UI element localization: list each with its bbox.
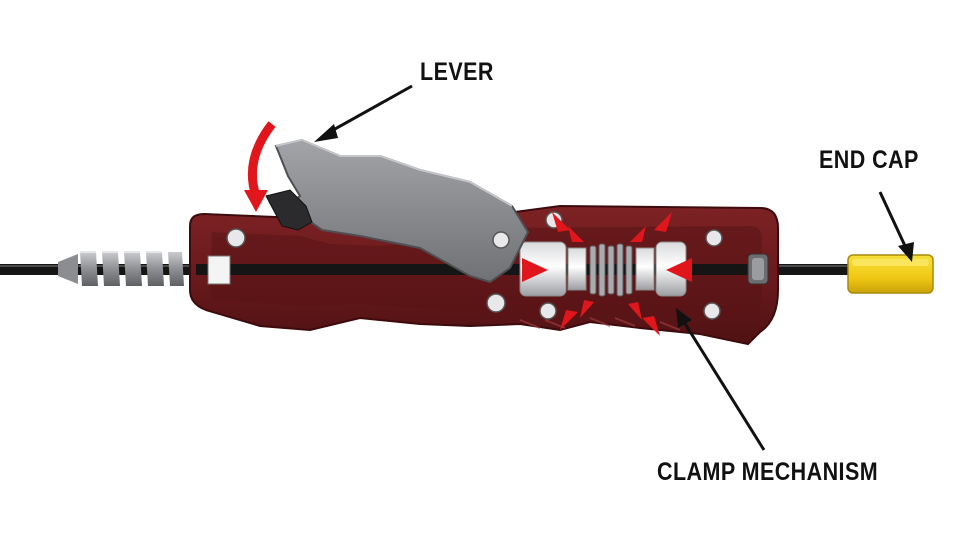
screw-hole-5 [703,302,721,320]
clamp-mechanism-label: CLAMP MECHANISM [657,458,879,486]
lever-pivot-pin [492,231,510,249]
lever-label: LEVER [420,58,494,86]
end-cap-label: END CAP [819,146,919,174]
end-cap [847,254,934,294]
leader-lines [314,84,914,451]
coil-spring [58,251,184,286]
screw-hole-4 [705,229,723,247]
screw-hole-6 [539,302,557,320]
screw-hole-1 [226,228,246,248]
force-arrows [522,212,692,336]
screw-hole-2 [486,293,506,313]
rotation-arrow [244,121,276,212]
lever [265,138,530,284]
